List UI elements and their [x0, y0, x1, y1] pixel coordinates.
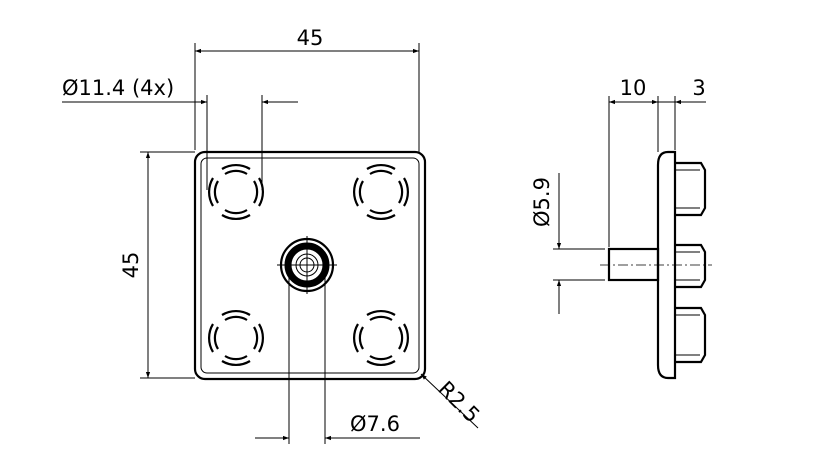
pin-diameter-label: Ø5.9	[530, 177, 554, 227]
pin-length-label: 10	[620, 76, 647, 100]
hole-label: Ø11.4 (4x)	[62, 76, 174, 100]
front-view: 45 Ø11.4 (4x) 45 Ø7.6 R2.5	[62, 26, 484, 444]
width-dimension: 45	[194, 26, 420, 152]
plate-thickness-label: 3	[692, 76, 705, 100]
radius-label: R2.5	[433, 377, 484, 428]
pin	[607, 247, 660, 282]
hole-diameter-dimension: Ø11.4 (4x)	[62, 76, 298, 190]
pin-length-dimension: 10 3	[608, 76, 706, 247]
side-view: 10 3 Ø5.9	[530, 76, 712, 380]
side-lugs	[675, 161, 707, 364]
clip-hole-top-left	[207, 163, 265, 221]
pin-diameter-dimension: Ø5.9	[530, 173, 605, 314]
boss-diameter-dimension: Ø7.6	[255, 275, 420, 444]
boss-label: Ø7.6	[350, 412, 400, 436]
clip-hole-bottom-right	[352, 309, 410, 367]
side-plate	[656, 150, 677, 380]
height-dimension: 45	[119, 151, 195, 379]
width-label: 45	[297, 26, 324, 50]
height-label: 45	[119, 252, 143, 279]
center-boss	[277, 236, 337, 294]
radius-dimension: R2.5	[420, 373, 484, 429]
clip-hole-bottom-left	[207, 309, 265, 367]
clip-hole-top-right	[352, 163, 410, 221]
plate-inner-edge	[200, 157, 420, 374]
plate-outline	[193, 150, 427, 381]
